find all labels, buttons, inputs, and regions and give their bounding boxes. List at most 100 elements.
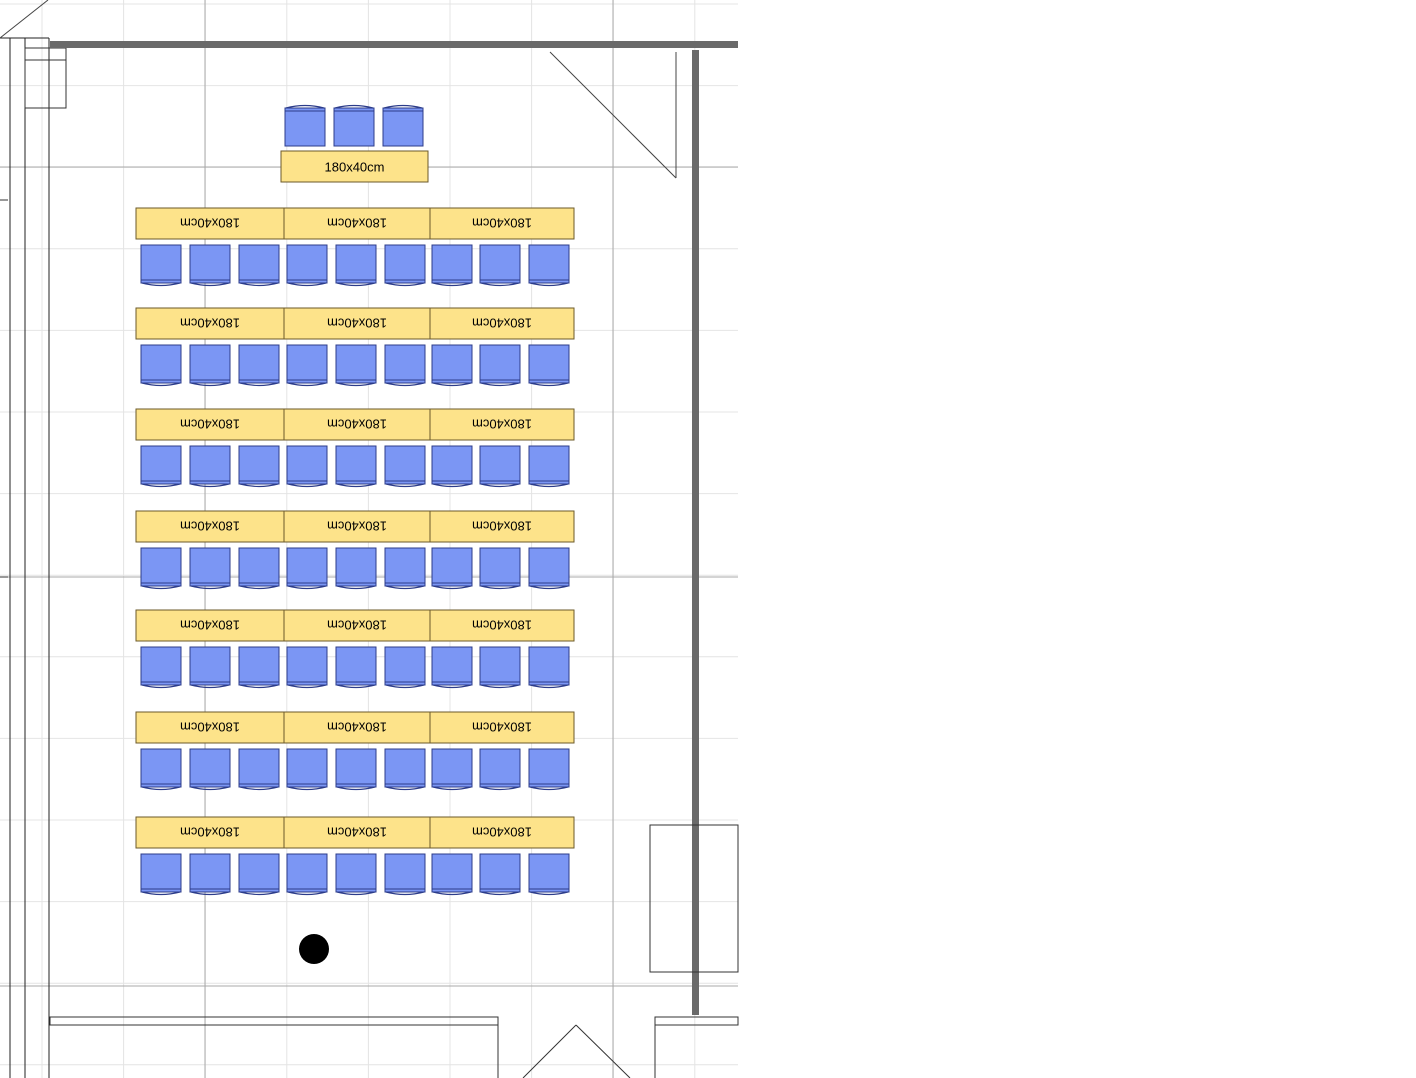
chair-seat <box>479 748 521 788</box>
chair <box>382 104 424 147</box>
chair <box>431 853 473 896</box>
table: 180x40cm <box>283 307 431 340</box>
chair-seat <box>238 646 280 686</box>
chair <box>140 853 182 896</box>
chair-back <box>285 104 325 109</box>
chair <box>189 344 231 387</box>
chair <box>286 344 328 387</box>
chair-seat <box>479 445 521 485</box>
chair <box>528 244 570 287</box>
chair <box>479 748 521 791</box>
table-top <box>429 307 575 340</box>
table-label: 180x40cm <box>327 316 387 331</box>
table: 180x40cm <box>429 408 575 441</box>
chair <box>189 244 231 287</box>
chair <box>189 853 231 896</box>
chair-back <box>385 585 425 590</box>
chair <box>140 748 182 791</box>
table-label: 180x40cm <box>180 519 240 534</box>
chair-back <box>190 382 230 387</box>
chair <box>286 547 328 590</box>
chair-back <box>287 684 327 689</box>
chair-back <box>480 786 520 791</box>
table-top <box>135 207 285 240</box>
chair-back <box>480 684 520 689</box>
table-label: 180x40cm <box>327 618 387 633</box>
chair-seat <box>431 344 473 384</box>
column-marker <box>299 934 329 964</box>
chair-back <box>141 382 181 387</box>
chair <box>286 244 328 287</box>
chair-back <box>432 891 472 896</box>
table: 180x40cm <box>280 150 429 183</box>
chair-seat <box>286 244 328 284</box>
chair <box>238 344 280 387</box>
chair <box>335 748 377 791</box>
chair-seat <box>238 244 280 284</box>
table: 180x40cm <box>135 207 285 240</box>
chair-back <box>529 786 569 791</box>
chair <box>335 445 377 488</box>
table-label: 180x40cm <box>325 160 385 175</box>
chair-seat <box>335 445 377 485</box>
table-label: 180x40cm <box>327 825 387 840</box>
chair <box>189 646 231 689</box>
chair-back <box>385 382 425 387</box>
chair-back <box>480 891 520 896</box>
chair <box>238 853 280 896</box>
chair-seat <box>335 244 377 284</box>
chair-seat <box>140 244 182 284</box>
chair-back <box>334 104 374 109</box>
chair <box>384 853 426 896</box>
table: 180x40cm <box>283 711 431 744</box>
table: 180x40cm <box>283 609 431 642</box>
chair <box>238 547 280 590</box>
chair-back <box>287 585 327 590</box>
chair-seat <box>189 748 231 788</box>
chair <box>140 244 182 287</box>
table: 180x40cm <box>135 510 285 543</box>
room-architecture <box>0 0 739 1078</box>
chair-seat <box>528 547 570 587</box>
table-top <box>280 150 429 183</box>
chair-seat <box>528 344 570 384</box>
chair <box>384 445 426 488</box>
chair-seat <box>189 445 231 485</box>
table: 180x40cm <box>429 711 575 744</box>
table-top <box>429 816 575 849</box>
table-label: 180x40cm <box>180 417 240 432</box>
chair-seat <box>140 748 182 788</box>
table-label: 180x40cm <box>180 618 240 633</box>
table-top <box>283 307 431 340</box>
chair-seat <box>238 547 280 587</box>
chair <box>140 646 182 689</box>
chair-seat <box>384 344 426 384</box>
table: 180x40cm <box>429 307 575 340</box>
chair <box>238 646 280 689</box>
chair <box>528 853 570 896</box>
corner-diagonal <box>0 0 49 39</box>
table-top <box>135 510 285 543</box>
table-label: 180x40cm <box>180 216 240 231</box>
chair-seat <box>528 853 570 893</box>
chair-seat <box>479 646 521 686</box>
table: 180x40cm <box>283 510 431 543</box>
chair <box>431 547 473 590</box>
chair <box>284 104 326 147</box>
chair <box>384 547 426 590</box>
chair <box>528 646 570 689</box>
chair-back <box>529 483 569 488</box>
chair-back <box>432 786 472 791</box>
door-swing-line <box>549 51 677 179</box>
table: 180x40cm <box>135 711 285 744</box>
table: 180x40cm <box>429 816 575 849</box>
chair-back <box>141 585 181 590</box>
chair-seat <box>382 107 424 147</box>
chair-seat <box>140 344 182 384</box>
chair <box>431 445 473 488</box>
chair-seat <box>189 344 231 384</box>
chair-seat <box>384 748 426 788</box>
chair-back <box>385 282 425 287</box>
chair-seat <box>189 646 231 686</box>
chair-back <box>480 483 520 488</box>
